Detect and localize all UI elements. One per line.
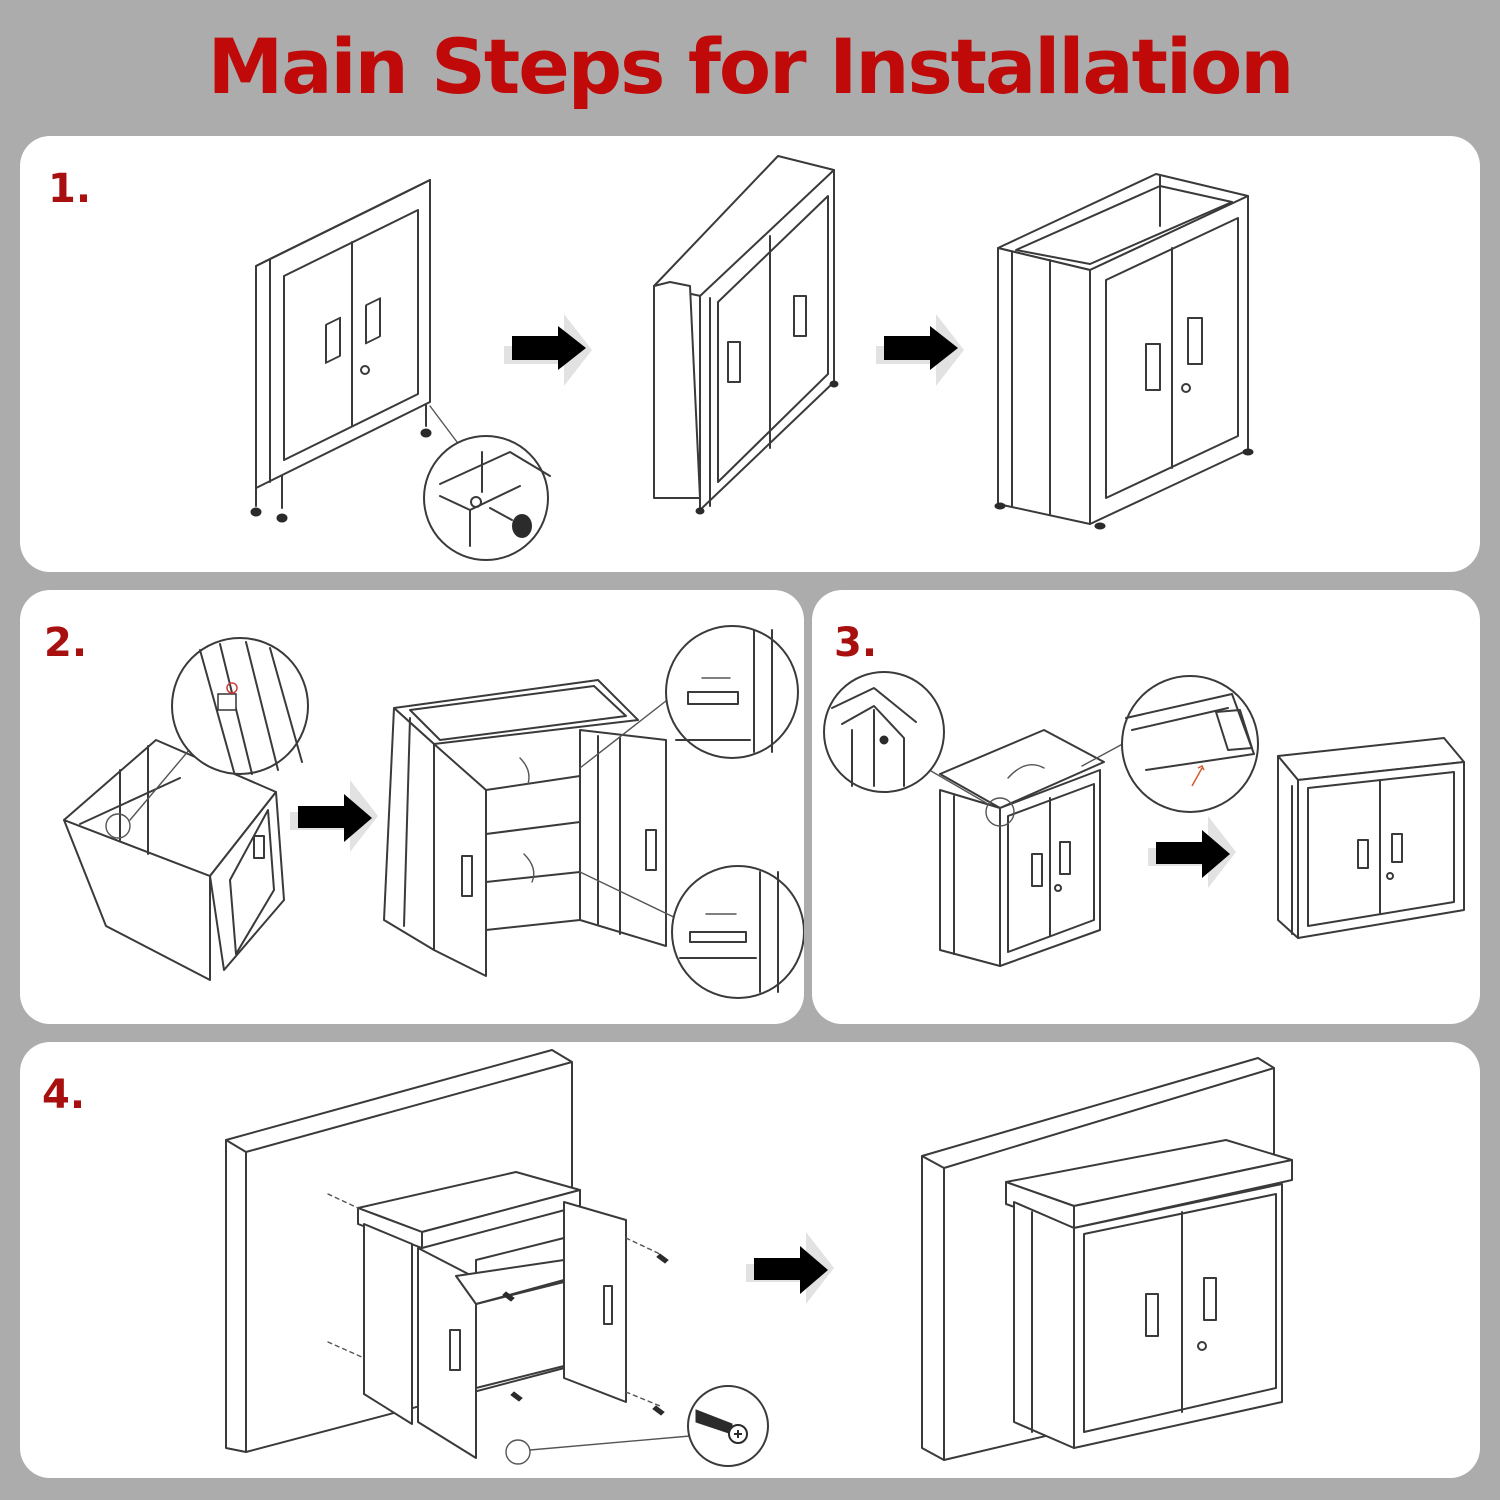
- step-3-number: 3.: [834, 620, 878, 666]
- arrow-icon: [504, 314, 592, 386]
- top-slot-detail-zoom: [1081, 675, 1259, 813]
- frame-assembly-illustration: [63, 739, 285, 981]
- mounted-cabinet-illustration: [1005, 1139, 1293, 1449]
- arrow-icon: [1148, 816, 1236, 888]
- slide-detail-zoom-bottom: [579, 865, 804, 999]
- screw-detail-zoom: [505, 1385, 769, 1467]
- page-title: Main Steps for Installation: [207, 22, 1295, 111]
- step-1-number: 1.: [48, 166, 92, 212]
- arrow-icon: [876, 314, 964, 386]
- step-3-panel: 3.: [812, 590, 1480, 1024]
- arrow-icon: [746, 1232, 834, 1304]
- corner-detail-zoom: [823, 671, 989, 805]
- cabinet-top-install-illustration: [939, 729, 1105, 967]
- arrow-icon: [290, 780, 378, 852]
- wall-mount-cabinet-illustration: [327, 1171, 669, 1459]
- hinge-detail-zoom: [129, 637, 309, 821]
- step-2-number: 2.: [44, 620, 88, 666]
- folded-cabinet-illustration: [250, 179, 432, 523]
- foot-detail-zoom: [423, 405, 551, 561]
- step-4-panel: 4.: [20, 1042, 1480, 1478]
- step-2-panel: 2.: [20, 590, 804, 1024]
- step-1-panel: 1.: [20, 136, 1480, 572]
- completed-cabinet-illustration: [1277, 737, 1465, 939]
- cabinet-with-shelves-illustration: [383, 679, 667, 977]
- step-4-number: 4.: [42, 1072, 86, 1118]
- slide-detail-zoom-top: [579, 625, 799, 769]
- unfolding-cabinet-illustration: [653, 155, 839, 515]
- assembled-cabinet-illustration: [994, 173, 1254, 530]
